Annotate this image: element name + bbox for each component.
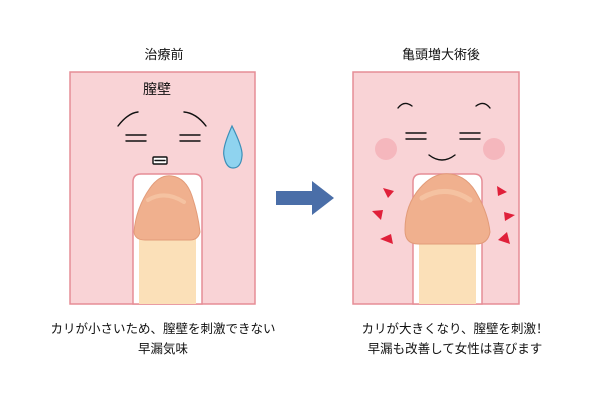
blush-left — [375, 138, 397, 160]
glans-before — [133, 175, 201, 241]
glans-after — [404, 173, 491, 245]
happy-face — [397, 102, 491, 161]
before-caption-line2: 早漏気味 — [137, 341, 188, 356]
wall-label-before: 膣壁 — [143, 82, 171, 98]
stimulation-marks — [372, 186, 515, 244]
before-title: 治療前 — [144, 48, 184, 63]
shaft-before — [139, 232, 196, 304]
worried-face — [117, 111, 207, 165]
after-caption-line1: カリが大きくなり、膣壁を刺激！ — [361, 321, 549, 336]
blush-right — [483, 138, 505, 160]
after-title: 亀頭増大術後 — [401, 48, 480, 63]
sweat-drop-icon — [223, 124, 243, 169]
before-caption: カリが小さいため、膣壁を刺激できない 早漏気味 — [30, 319, 296, 359]
after-caption: カリが大きくなり、膣壁を刺激！ 早漏も改善して女性は喜びます — [340, 319, 570, 359]
after-caption-line2: 早漏も改善して女性は喜びます — [367, 341, 543, 356]
before-caption-line1: カリが小さいため、膣壁を刺激できない — [50, 321, 276, 336]
